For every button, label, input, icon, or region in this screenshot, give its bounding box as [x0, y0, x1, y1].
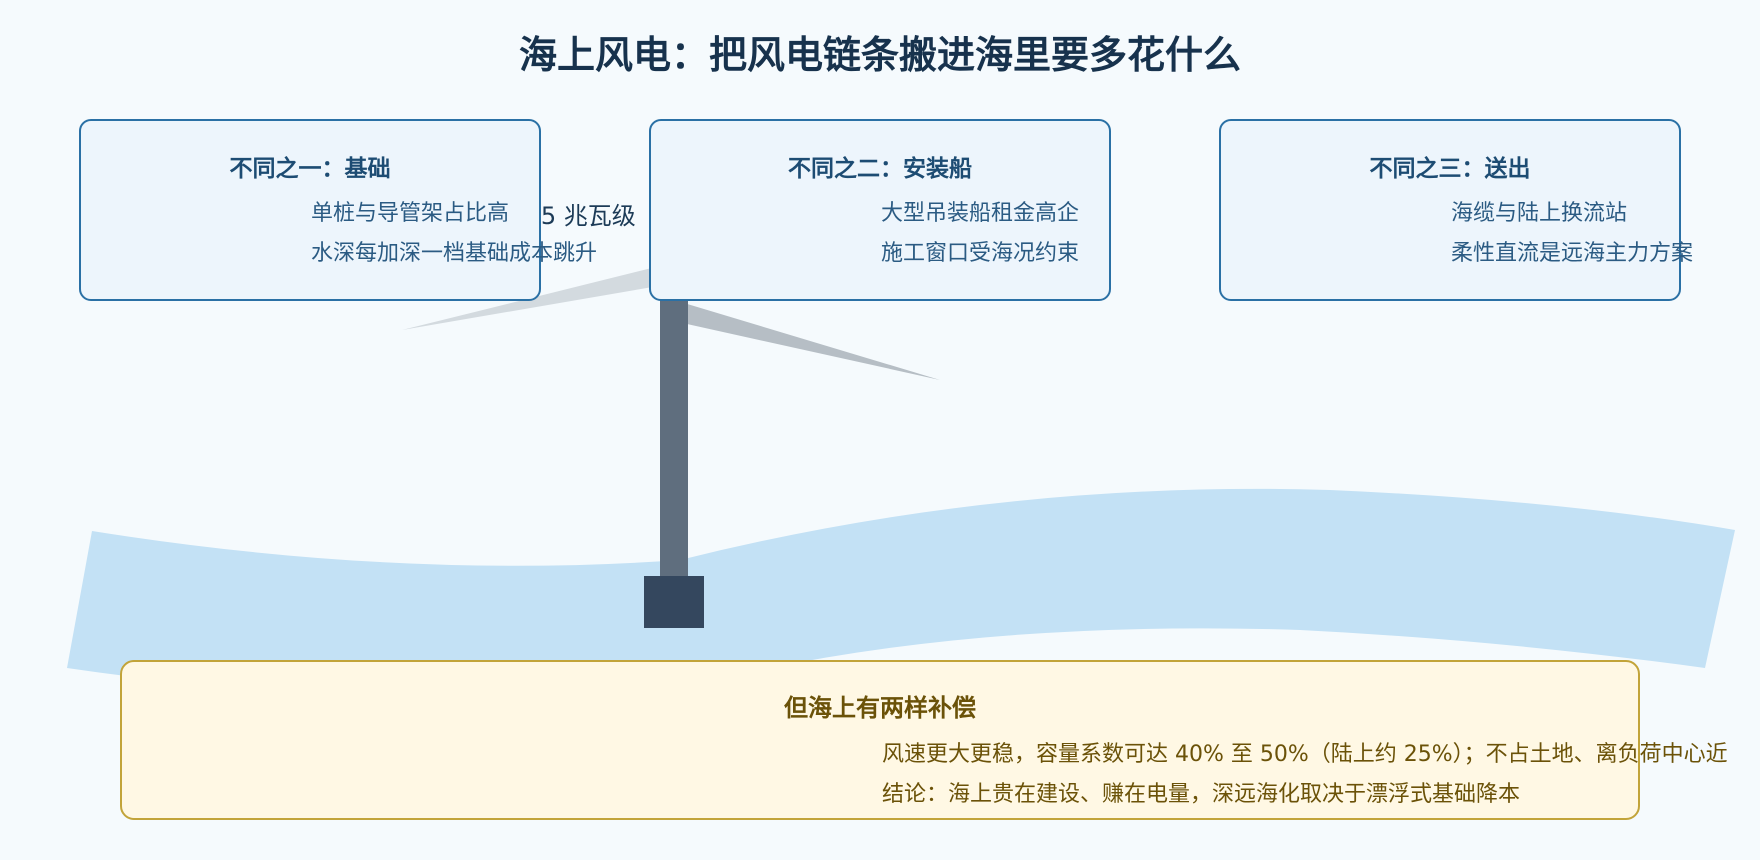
- card-line: 柔性直流是远海主力方案: [1451, 241, 1694, 266]
- card-heading: 不同之一：基础: [229, 156, 391, 182]
- sea-band: [67, 488, 1735, 695]
- summary-heading: 但海上有两样补偿: [784, 694, 976, 722]
- card-foundation: 不同之一：基础 单桩与导管架占比高 水深每加深一档基础成本跳升: [79, 119, 597, 301]
- card-line: 施工窗口受海况约束: [881, 241, 1080, 266]
- card-line: 海缆与陆上换流站: [1451, 201, 1628, 226]
- summary-line: 结论：海上贵在建设、赚在电量，深远海化取决于漂浮式基础降本: [882, 782, 1521, 807]
- turbine-tower: [660, 285, 688, 585]
- card-heading: 不同之二：安装船: [788, 156, 972, 182]
- card-line: 水深每加深一档基础成本跳升: [311, 241, 598, 266]
- summary-box: 但海上有两样补偿 风速更大更稳，容量系数可达 40% 至 50%（陆上约 25%…: [120, 660, 1728, 820]
- turbine-blade-right: [674, 300, 940, 380]
- turbine-foundation: [644, 576, 704, 628]
- card-line: 单桩与导管架占比高: [311, 201, 510, 226]
- summary-line: 风速更大更稳，容量系数可达 40% 至 50%（陆上约 25%）；不占土地、离负…: [882, 742, 1728, 767]
- turbine-blade-left: [402, 263, 676, 330]
- card-installation-vessel: 不同之二：安装船 大型吊装船租金高企 施工窗口受海况约束: [649, 119, 1111, 301]
- card-line: 大型吊装船租金高企: [881, 201, 1080, 226]
- card-transmission: 不同之三：送出 海缆与陆上换流站 柔性直流是远海主力方案: [1219, 119, 1693, 301]
- page-title: 海上风电：把风电链条搬进海里要多花什么: [518, 33, 1241, 77]
- card-heading: 不同之三：送出: [1369, 156, 1531, 182]
